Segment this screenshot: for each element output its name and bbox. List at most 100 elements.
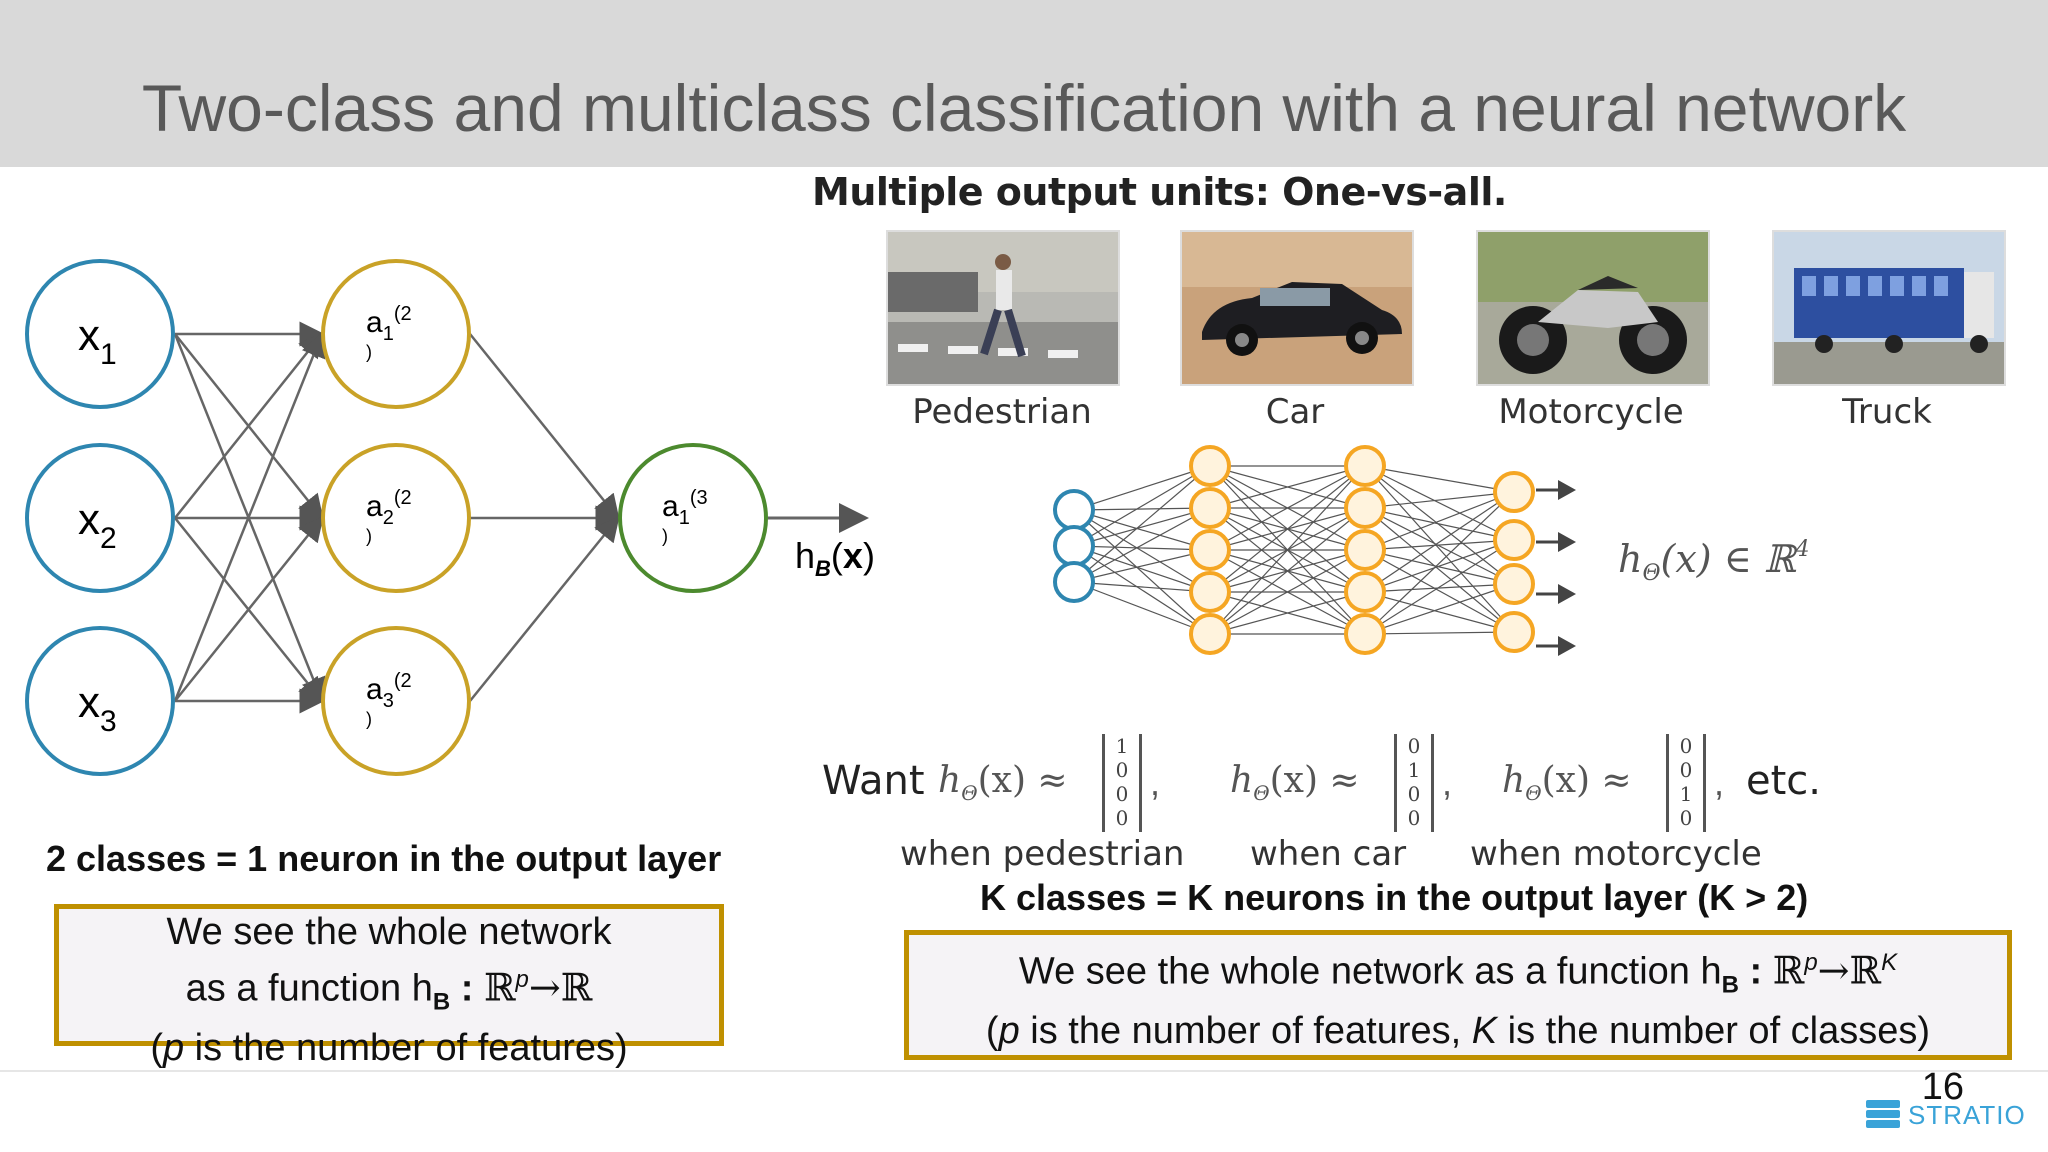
connection-line <box>1364 465 1515 633</box>
hidden-neuron <box>1344 529 1386 571</box>
vector-entry: 0 <box>1407 782 1421 806</box>
input-node-3: x3 <box>25 626 175 776</box>
pedestrian-photo <box>886 230 1120 386</box>
box-line-1: We see the whole network <box>166 911 612 953</box>
connection-line <box>1364 583 1515 593</box>
vector-entry: 0 <box>1407 734 1421 758</box>
connection-line <box>1209 465 1366 635</box>
connection-line <box>1073 549 1211 583</box>
output-arrow-head <box>1558 532 1576 552</box>
hidden-neuron <box>1189 613 1231 655</box>
connection-line <box>1073 507 1211 583</box>
connection-line <box>1364 491 1515 635</box>
svg-text:a1(2: a1(2 <box>366 303 412 345</box>
hidden-neuron <box>1344 487 1386 529</box>
connection-line <box>1209 465 1366 593</box>
svg-text:x2: x2 <box>78 495 117 555</box>
connection-line <box>1209 507 1366 635</box>
connection-line <box>1364 507 1515 585</box>
vector-entry: 0 <box>1115 782 1129 806</box>
connection-line <box>1209 465 1366 509</box>
connection-line <box>1364 507 1515 633</box>
multiclass-caption: K classes = K neurons in the output laye… <box>980 877 1809 918</box>
connection-line <box>1364 491 1515 509</box>
slide-title: Two-class and multiclass classification … <box>141 71 1907 145</box>
connection-line <box>1364 491 1515 593</box>
connection-line <box>1073 545 1211 551</box>
class-label-car: Car <box>1265 392 1325 432</box>
connection-line <box>1364 549 1515 633</box>
box-line-3: (p is the number of features) <box>150 1027 628 1070</box>
hidden-neuron <box>1344 613 1386 655</box>
connection-line <box>1073 509 1211 593</box>
multiclass-connections <box>1073 465 1515 635</box>
input-node-1: x1 <box>25 259 175 409</box>
output-arrow-head <box>1558 636 1576 656</box>
vector-entry: 0 <box>1679 758 1693 782</box>
class-label-pedestrian: Pedestrian <box>912 392 1092 432</box>
class-label-motorcycle: Motorcycle <box>1498 392 1684 432</box>
when-car: when car <box>1250 834 1407 874</box>
multiclass-nodes <box>1053 445 1535 655</box>
etc-label: etc. <box>1746 758 1821 804</box>
input-neuron <box>1053 561 1095 603</box>
approx-lhs: hΘ(x) ≈ <box>938 760 1068 806</box>
input-neuron <box>1053 489 1095 531</box>
svg-text:a2(2: a2(2 <box>366 487 412 529</box>
vector-entry: 1 <box>1679 782 1693 806</box>
class-label-truck: Truck <box>1842 392 1932 432</box>
connection-line <box>1364 549 1515 585</box>
connection-line <box>1073 507 1211 547</box>
output-neuron <box>1493 611 1535 653</box>
hidden-node-3: a3(2 ) <box>321 626 471 776</box>
comma: , <box>1442 762 1453 803</box>
connection-line <box>1364 591 1515 633</box>
page-number: 16 <box>1921 1066 1964 1108</box>
connection-line <box>1073 507 1211 511</box>
when-motorcycle: when motorcycle <box>1470 834 1762 874</box>
svg-text:a1(3: a1(3 <box>662 487 708 529</box>
footer-divider <box>0 1070 2048 1072</box>
multiclass-function-box: We see the whole network as a function h… <box>904 930 2012 1060</box>
input-neuron <box>1053 525 1095 567</box>
h-theta-formula: hΘ(x) ∈ ℝ4 <box>1618 537 1809 586</box>
connection-line <box>1073 581 1211 593</box>
hidden-neuron <box>1344 445 1386 487</box>
connection-line <box>1073 509 1211 551</box>
svg-text:x3: x3 <box>78 678 117 738</box>
comma: , <box>1150 762 1161 803</box>
vector-entry: 0 <box>1407 806 1421 830</box>
connection-line <box>1364 465 1515 493</box>
output-function-label: hB(x) <box>795 535 875 581</box>
output-neuron <box>1493 519 1535 561</box>
svg-text:): ) <box>662 526 668 546</box>
connection-line <box>1073 465 1211 583</box>
svg-text:x1: x1 <box>78 311 117 371</box>
output-neuron <box>1493 563 1535 605</box>
multiclass-network-diagram: hΘ(x) ∈ ℝ4 <box>1053 445 1809 656</box>
connection-line <box>1364 539 1515 593</box>
connection-line <box>1364 631 1515 635</box>
svg-text:a3(2: a3(2 <box>366 670 412 712</box>
connection-line <box>1073 465 1211 547</box>
approx-lhs: hΘ(x) ≈ <box>1230 760 1360 806</box>
vector-entry: 0 <box>1679 734 1693 758</box>
connection-line <box>1364 583 1515 635</box>
vector-entry: 0 <box>1115 758 1129 782</box>
connection-line <box>1364 491 1515 551</box>
vector-entry: 0 <box>1679 806 1693 830</box>
output-arrow-head <box>1558 584 1576 604</box>
truck-photo <box>1772 230 2006 386</box>
connection-line <box>1073 581 1211 635</box>
connection-line <box>1073 465 1211 511</box>
hidden-neuron <box>1189 571 1231 613</box>
connection-line <box>1364 507 1515 541</box>
connection-line <box>1209 591 1366 635</box>
vector-entry: 0 <box>1115 806 1129 830</box>
input-node-2: x2 <box>25 443 175 593</box>
two-class-network-diagram: x1 x2 x3 a1(2 ) a2(2 ) a3(2 ) a1(3 ) hB(… <box>25 259 875 776</box>
connection-line <box>1073 545 1211 635</box>
output-arrow-head <box>1558 480 1576 500</box>
